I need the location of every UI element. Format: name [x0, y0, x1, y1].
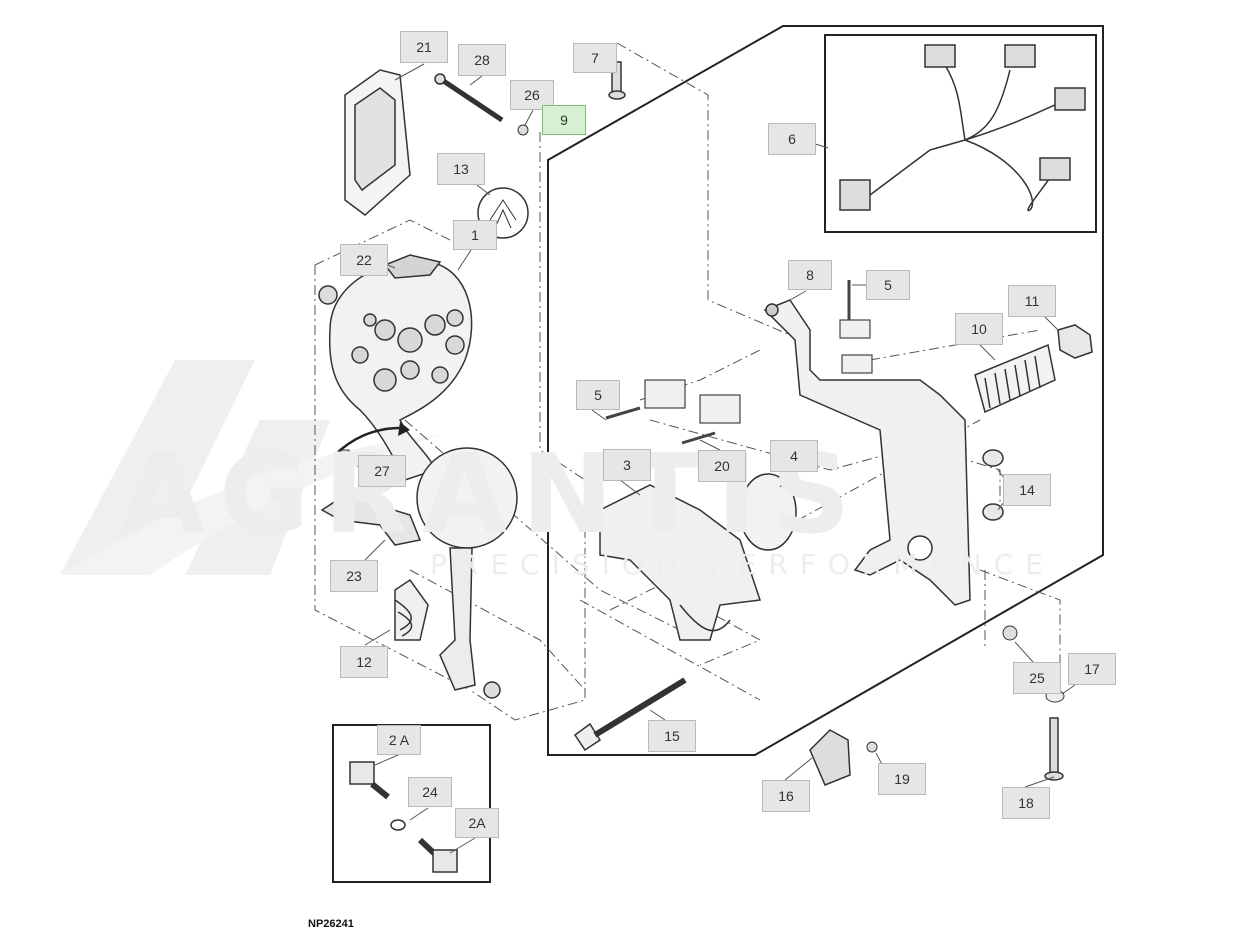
callout-17[interactable]: 17: [1068, 653, 1116, 685]
part-5-switch-stack: [605, 280, 873, 445]
callout-19[interactable]: 19: [878, 763, 926, 795]
part-15-bolt: [573, 677, 687, 752]
callout-22[interactable]: 22: [340, 244, 388, 276]
part-23-latch: [320, 494, 422, 546]
watermark-brand: AGRANTIS: [120, 430, 865, 558]
part-3-housing: [599, 484, 762, 641]
part-18-bolt: [1044, 717, 1064, 781]
callout-11[interactable]: 11: [1008, 285, 1056, 317]
part-14-nuts: [982, 449, 1004, 521]
callout-3[interactable]: 3: [603, 449, 651, 481]
watermark-swoosh: [60, 360, 440, 575]
callout-21[interactable]: 21: [400, 31, 448, 63]
callout-12[interactable]: 12: [340, 646, 388, 678]
part-2a-pin-kit: [349, 761, 458, 873]
callout-20[interactable]: 20: [698, 450, 746, 482]
callout-2a-top[interactable]: 2 A: [377, 725, 421, 755]
watermark-tagline: PRECISION PERFORMANCE: [430, 548, 1055, 581]
callout-7[interactable]: 7: [573, 43, 617, 73]
part-4-friction-disc: [739, 473, 797, 551]
part-26-clip: [517, 124, 529, 136]
callout-23[interactable]: 23: [330, 560, 378, 592]
part-8-bracket: [763, 299, 971, 606]
part-11-nut: [1057, 324, 1093, 359]
rotation-arrow: [334, 426, 401, 456]
part-25-nut: [1002, 625, 1018, 641]
callout-27[interactable]: 27: [358, 455, 406, 487]
harness-inset-frame: [824, 34, 1097, 233]
callout-5-left[interactable]: 5: [576, 380, 620, 410]
callout-5-top[interactable]: 5: [866, 270, 910, 300]
part-16-cam: [809, 729, 851, 786]
callout-6[interactable]: 6: [768, 123, 816, 155]
callout-10[interactable]: 10: [955, 313, 1003, 345]
callout-8[interactable]: 8: [788, 260, 832, 290]
callout-15[interactable]: 15: [648, 720, 696, 752]
figure-code: NP26241: [308, 918, 354, 930]
part-28-pin: [434, 73, 504, 123]
callout-18[interactable]: 18: [1002, 787, 1050, 819]
callout-28b[interactable]: 28: [458, 44, 506, 76]
callout-26[interactable]: 26: [510, 80, 554, 110]
callout-25[interactable]: 25: [1013, 662, 1061, 694]
part-10-spring: [974, 343, 1056, 414]
callout-9[interactable]: 9: [542, 105, 586, 135]
callout-4[interactable]: 4: [770, 440, 818, 472]
part-19-screw: [866, 741, 878, 753]
callout-14[interactable]: 14: [1003, 474, 1051, 506]
part-12-spring: [394, 578, 429, 641]
part-27-roll-pin: [340, 449, 350, 471]
main-assembly-frame: [547, 25, 1104, 756]
callout-2a-bottom[interactable]: 2A: [455, 808, 499, 838]
part-1-joystick-handle: [318, 254, 518, 699]
rotation-arrow-head: [398, 422, 410, 436]
callout-24[interactable]: 24: [408, 777, 452, 807]
part-6-wiring-harness: [839, 44, 1086, 212]
callout-13[interactable]: 13: [437, 153, 485, 185]
callout-16[interactable]: 16: [762, 780, 810, 812]
part-21-cover: [344, 69, 411, 216]
callout-1[interactable]: 1: [453, 220, 497, 250]
